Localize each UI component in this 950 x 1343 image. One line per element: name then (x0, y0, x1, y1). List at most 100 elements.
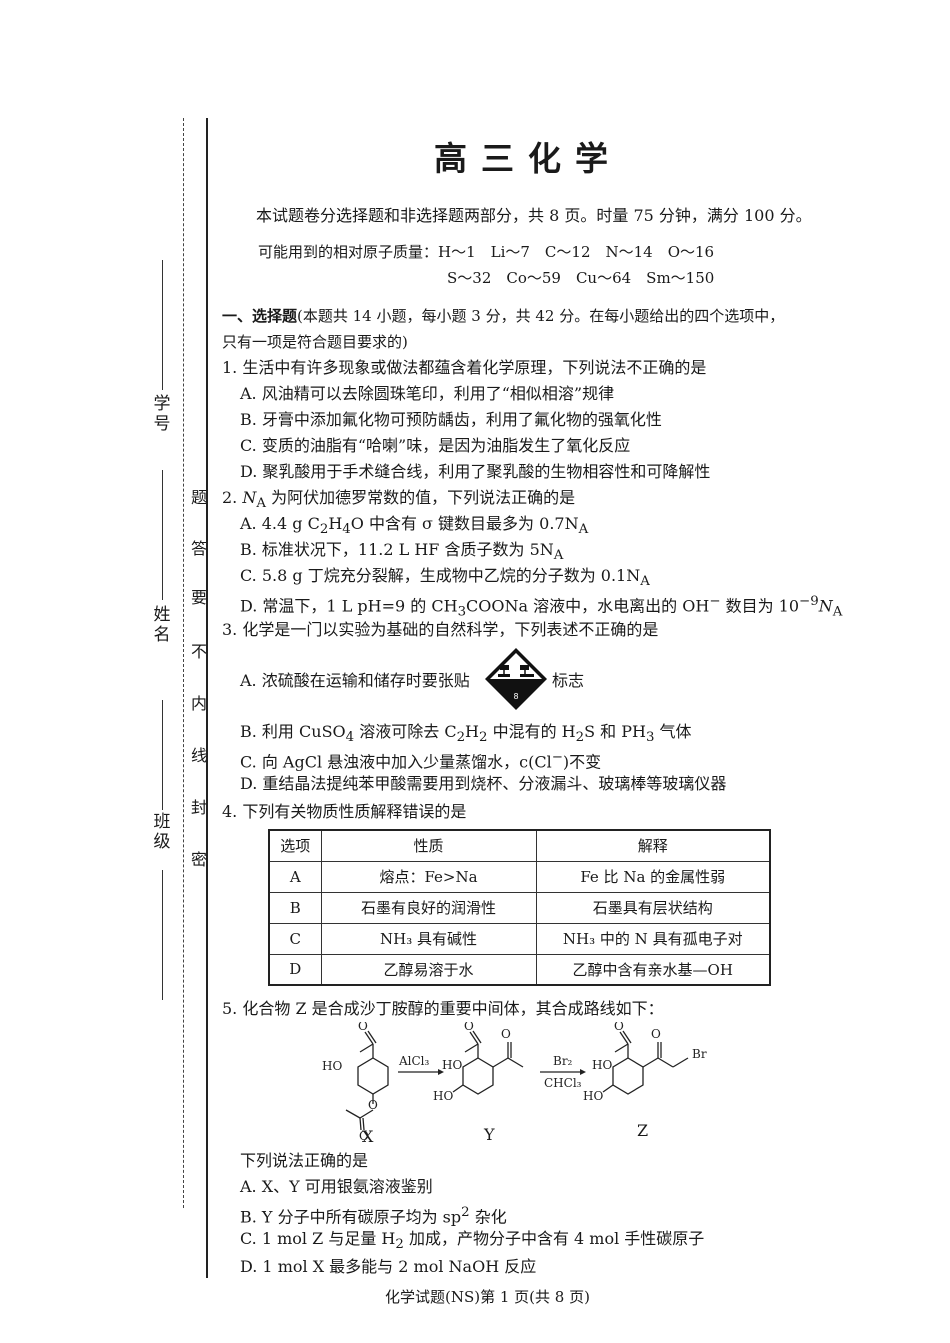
table-cell: 乙醇易溶于水 (320, 953, 537, 986)
table-header-row: 选项 性质 解释 (268, 829, 771, 862)
table-cell: B (268, 891, 322, 924)
class-field: 班级 (140, 700, 180, 1000)
table-cell: NH₃ 中的 N 具有孤电子对 (535, 922, 771, 955)
reaction-arrow-1-head (438, 1069, 444, 1075)
atom-o: O (359, 1129, 369, 1143)
atom-ho: HO (433, 1089, 453, 1103)
seal-solid-line (206, 118, 208, 1278)
table-header-cell: 性质 (320, 829, 537, 862)
atom-o: O (614, 1022, 624, 1033)
hazard-tube-right (520, 665, 529, 670)
molecule-label-y: Y (484, 1125, 495, 1144)
table-header-cell: 选项 (268, 829, 322, 862)
atom-ho: HO (442, 1058, 462, 1072)
table-cell: C (268, 922, 322, 955)
q1-option-b: B. 牙膏中添加氟化物可预防龋齿，利用了氟化物的强氧化性 (240, 410, 662, 429)
hazard-upper-half (490, 653, 542, 679)
q5-option-d: D. 1 mol X 最多能与 2 mol NaOH 反应 (240, 1257, 537, 1276)
table-row: A 熔点：Fe>Na Fe 比 Na 的金属性弱 (268, 860, 771, 893)
seal-char: 线 (190, 746, 207, 765)
reagent-chcl3: CHCl₃ (544, 1076, 582, 1090)
hazard-surface-right (520, 674, 534, 677)
molecule-label-z: Z (637, 1121, 649, 1140)
class-line (162, 700, 163, 810)
q1-option-c: C. 变质的油脂有“哈喇”味，是因为油脂发生了氧化反应 (240, 436, 631, 455)
table-cell: 熔点：Fe>Na (320, 860, 537, 893)
atom-br: Br (692, 1047, 707, 1061)
section-heading: 一、选择题 (222, 307, 298, 325)
table-cell: Fe 比 Na 的金属性弱 (535, 860, 771, 893)
seal-char: 答 (190, 539, 207, 558)
table-row: C NH₃ 具有碱性 NH₃ 中的 N 具有孤电子对 (268, 922, 771, 955)
seal-char: 密 (190, 850, 207, 869)
atomic-masses-line1: 可能用到的相对原子质量：H～1 Li～7 C～12 N～14 O～16 (258, 243, 715, 261)
table-cell: 石墨有良好的润滑性 (320, 891, 537, 924)
seal-char: 内 (190, 694, 207, 713)
q4-stem: 4. 下列有关物质性质解释错误的是 (222, 802, 467, 821)
q2-option-a: A. 4.4 g C2H4O 中含有 σ 键数目最多为 0.7NA (240, 514, 589, 538)
intro-text: 本试题卷分选择题和非选择题两部分，共 8 页。时量 75 分钟，满分 100 分… (256, 206, 812, 225)
atom-o: O (464, 1022, 474, 1033)
student-id-field: 学号 (140, 260, 180, 460)
page-footer: 化学试题(NS)第 1 页(共 8 页) (385, 1288, 590, 1306)
q3-option-b: B. 利用 CuSO4 溶液可除去 C2H2 中混有的 H2S 和 PH3 气体 (240, 722, 692, 746)
q5-option-c: C. 1 mol Z 与足量 H2 加成，产物分子中含有 4 mol 手性碳原子 (240, 1229, 705, 1253)
section-note: (本题共 14 小题，每小题 3 分，共 42 分。在每小题给出的四个选项中， (297, 307, 785, 325)
q5-option-b: B. Y 分子中所有碳原子均为 sp2 杂化 (240, 1205, 507, 1227)
q2-stem: 2. NA 为阿伏加德罗常数的值，下列说法正确的是 (222, 488, 576, 512)
q2-option-b: B. 标准状况下，11.2 L HF 含质子数为 5NA (240, 540, 564, 564)
reagent-alcl3: AlCl₃ (398, 1054, 430, 1068)
reagent-br2: Br₂ (553, 1054, 573, 1068)
atomic-masses-line2: S～32 Co～59 Cu～64 Sm～150 (447, 269, 715, 287)
q5-option-a: A. X、Y 可用银氨溶液鉴别 (240, 1177, 433, 1196)
table-cell: D (268, 953, 322, 986)
atom-ho: HO (592, 1058, 612, 1072)
student-id-line (162, 260, 163, 390)
molecule-label-x: X (362, 1127, 374, 1146)
q3-option-a-pre: A. 浓硫酸在运输和储存时要张贴 (240, 671, 470, 690)
molecule-z-structure (602, 1030, 689, 1095)
student-name-line (162, 470, 163, 600)
atom-o: O (501, 1027, 511, 1041)
atom-o: O (368, 1098, 378, 1112)
table-cell: 石墨具有层状结构 (535, 891, 771, 924)
section-heading-line: 一、选择题(本题共 14 小题，每小题 3 分，共 42 分。在每小题给出的四个… (222, 305, 784, 327)
table-row: D 乙醇易溶于水 乙醇中含有亲水基—OH (268, 953, 771, 986)
q1-option-a: A. 风油精可以去除圆珠笔印，利用了“相似相溶”规律 (240, 384, 615, 403)
table-row: B 石墨有良好的润滑性 石墨具有层状结构 (268, 891, 771, 924)
q5-subquestion: 下列说法正确的是 (240, 1151, 369, 1170)
molecule-x-structure (345, 1030, 389, 1131)
q2-option-d: D. 常温下，1 L pH=9 的 CH3COONa 溶液中，水电离出的 OH−… (240, 594, 843, 620)
class-line-lower (162, 870, 163, 1000)
hazard-surface-left (498, 674, 510, 677)
seal-char: 要 (190, 588, 207, 607)
seal-char: 题 (190, 488, 207, 507)
hazard-class-number: 8 (513, 692, 518, 701)
q1-option-d: D. 聚乳酸用于手术缝合线，利用了聚乳酸的生物相容性和可降解性 (240, 462, 711, 481)
section-note-line2: 只有一项是符合题目要求的) (222, 333, 408, 351)
q3-stem: 3. 化学是一门以实验为基础的自然科学，下列表述不正确的是 (222, 620, 659, 639)
atom-ho: HO (583, 1089, 603, 1103)
table-cell: A (268, 860, 322, 893)
q3-option-a-post: 标志 (552, 671, 585, 690)
atom-o: O (651, 1027, 661, 1041)
seal-dashed-line (183, 118, 184, 1208)
student-name-label: 姓名 (153, 605, 171, 645)
molecule-y-structure (452, 1030, 524, 1095)
student-id-label: 学号 (153, 394, 171, 434)
reaction-arrow-2-head (580, 1069, 586, 1075)
table-cell: 乙醇中含有亲水基—OH (535, 953, 771, 986)
q3-option-c: C. 向 AgCl 悬浊液中加入少量蒸馏水，c(Cl−)不变 (240, 750, 602, 772)
atom-o: O (358, 1022, 368, 1033)
q3-option-d: D. 重结晶法提纯苯甲酸需要用到烧杯、分液漏斗、玻璃棒等玻璃仪器 (240, 774, 727, 793)
synthesis-scheme: O HO O O AlCl₃ O O HO HO Br₂ CHCl₃ (322, 1022, 707, 1143)
page-title: 高三化学 (434, 139, 622, 178)
q2-option-c: C. 5.8 g 丁烷充分裂解，生成物中乙烷的分子数为 0.1NA (240, 566, 650, 590)
seal-char: 封 (190, 798, 207, 817)
table-cell: NH₃ 具有碱性 (320, 922, 537, 955)
student-name-field: 姓名 (140, 470, 180, 700)
corrosive-hazard-sign-icon: 8 (485, 648, 547, 710)
q1-stem: 1. 生活中有许多现象或做法都蕴含着化学原理，下列说法不正确的是 (222, 358, 707, 377)
q5-stem: 5. 化合物 Z 是合成沙丁胺醇的重要中间体，其合成路线如下： (222, 999, 664, 1018)
